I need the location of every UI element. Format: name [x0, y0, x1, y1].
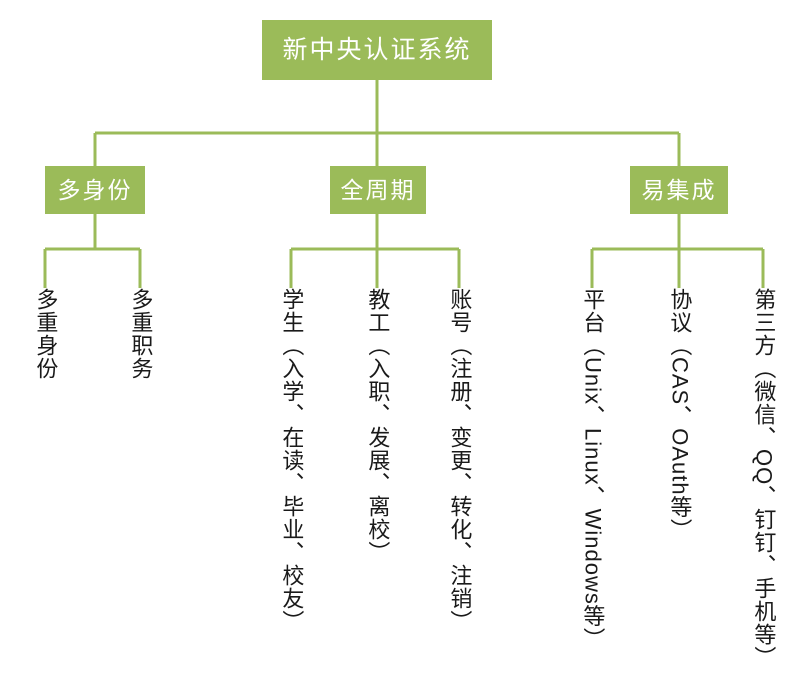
leaf-student-lifecycle: 学生（入学、在读、毕业、校友） — [279, 288, 305, 633]
node-branch-easy-integration[interactable]: 易集成 — [630, 166, 728, 214]
leaf-third-party-support: 第三方（微信、QQ、钉钉、手机等） — [751, 288, 777, 670]
node-root[interactable]: 新中央认证系统 — [262, 20, 492, 80]
node-branch-multi-identity[interactable]: 多身份 — [45, 166, 145, 214]
leaf-platform-support: 平台（Unix、Linux、Windows等） — [580, 288, 606, 651]
leaf-staff-lifecycle: 教工（入职、发展、离校） — [365, 288, 391, 564]
leaf-multiple-positions: 多重职务 — [128, 288, 154, 380]
leaf-account-lifecycle: 账号（注册、变更、转化、注销） — [447, 288, 473, 633]
leaf-protocol-support: 协议（CAS、OAuth等） — [667, 288, 693, 542]
node-branch-full-lifecycle[interactable]: 全周期 — [330, 166, 426, 214]
leaf-multiple-identities: 多重身份 — [33, 288, 59, 380]
